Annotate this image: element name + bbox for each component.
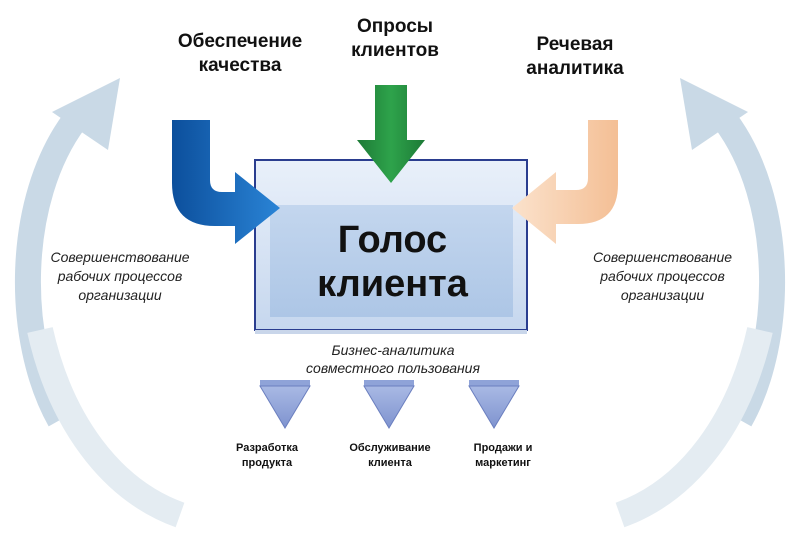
output-arrow-service [363,380,415,429]
speech-input-arrow [512,120,618,244]
cycle-label-right: Совершенствование рабочих процессов орга… [592,249,733,303]
quality-input-arrow [172,120,280,244]
output-label-sales: Продажи и маркетинг [473,442,533,469]
output-arrow-product [259,380,311,429]
surveys-input-arrow [357,85,425,183]
right-cycle-arrow [615,78,786,528]
left-cycle-arrow [14,78,185,528]
cycle-label-left: Совершенствование рабочих процессов орга… [50,249,190,303]
input-label-surveys: Опросы клиентов [351,16,439,61]
center-title: Голос клиента [317,219,468,305]
output-label-product: Разработка продукта [236,442,298,469]
output-label-service: Обслуживание клиента [349,442,431,469]
input-label-quality: Обеспечение качества [177,31,303,76]
input-label-speech: Речевая аналитика [526,34,624,79]
center-box [254,159,528,334]
bi-label: Бизнес-аналитика совместного пользования [306,342,480,376]
output-arrow-sales [468,380,520,429]
